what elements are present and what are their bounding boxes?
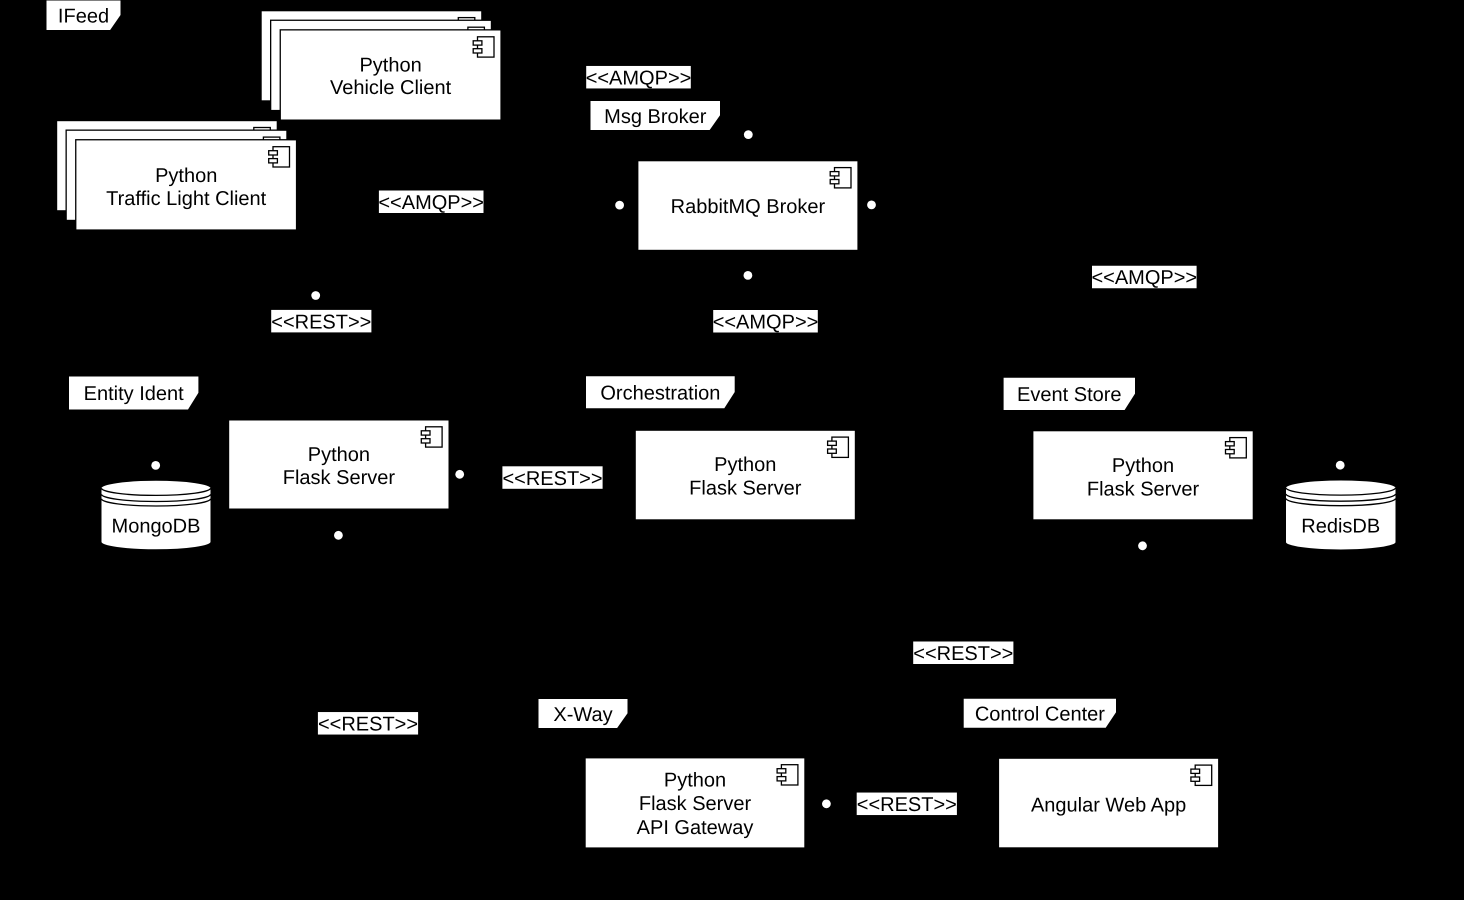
svg-text:Python: Python xyxy=(308,444,370,466)
svg-text:Flask Server: Flask Server xyxy=(1087,478,1200,500)
svg-text:Entity Ident: Entity Ident xyxy=(84,383,185,405)
svg-text:<<AMQP>>: <<AMQP>> xyxy=(1091,267,1197,289)
svg-text:Event Store: Event Store xyxy=(1017,384,1122,406)
svg-text:Flask Server: Flask Server xyxy=(283,467,396,489)
svg-text:Orchestration: Orchestration xyxy=(600,383,720,405)
svg-text:Python: Python xyxy=(359,55,421,77)
svg-text:<<REST>>: <<REST>> xyxy=(857,794,957,816)
svg-text:<<REST>>: <<REST>> xyxy=(913,643,1013,665)
svg-text:<<REST>>: <<REST>> xyxy=(318,714,418,736)
svg-text:RedisDB: RedisDB xyxy=(1301,515,1380,537)
svg-text:Msg Broker: Msg Broker xyxy=(604,106,707,128)
svg-text:API Gateway: API Gateway xyxy=(637,817,754,839)
svg-text:Angular Web App: Angular Web App xyxy=(1031,795,1186,817)
svg-text:Python: Python xyxy=(664,769,726,791)
svg-text:Python: Python xyxy=(1112,455,1174,477)
svg-text:<<AMQP>>: <<AMQP>> xyxy=(713,311,819,333)
svg-text:<<AMQP>>: <<AMQP>> xyxy=(378,192,484,214)
svg-text:Python: Python xyxy=(155,165,217,187)
svg-text:RabbitMQ Broker: RabbitMQ Broker xyxy=(671,196,826,218)
svg-text:<<REST>>: <<REST>> xyxy=(271,311,371,333)
svg-text:Python: Python xyxy=(714,454,776,476)
svg-text:X-Way: X-Way xyxy=(553,704,612,726)
svg-text:Flask Server: Flask Server xyxy=(689,478,802,500)
svg-text:MongoDB: MongoDB xyxy=(112,515,201,537)
svg-text:<<REST>>: <<REST>> xyxy=(502,468,602,490)
svg-text:Vehicle Client: Vehicle Client xyxy=(330,77,452,99)
svg-text:Traffic Light Client: Traffic Light Client xyxy=(106,188,267,210)
svg-text:IFeed: IFeed xyxy=(58,5,109,27)
svg-text:Control Center: Control Center xyxy=(975,704,1105,726)
svg-text:<<AMQP>>: <<AMQP>> xyxy=(586,67,692,89)
svg-text:Flask Server: Flask Server xyxy=(639,793,752,815)
